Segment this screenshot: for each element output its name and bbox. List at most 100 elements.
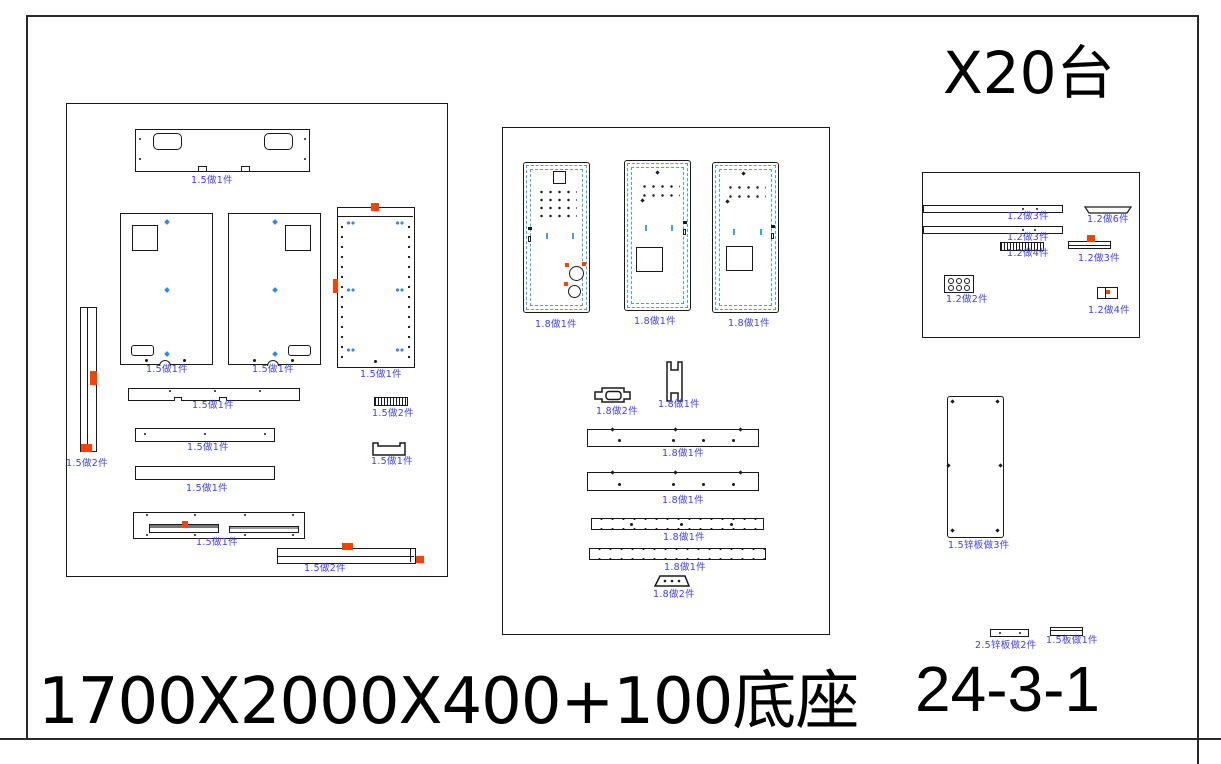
cutout-circle: [948, 285, 954, 291]
drawing-title: 1700X2000X400+100底座: [38, 665, 859, 739]
mark-diamond: [272, 351, 278, 357]
part-strip-1[interactable]: [591, 518, 764, 530]
sheet-border-bottom: [0, 738, 1221, 740]
part-label: 1.5做1件: [146, 364, 188, 375]
edge-hole-row: [340, 222, 344, 364]
part-door-panel-2[interactable]: [624, 160, 691, 311]
mark-tick: [572, 233, 574, 239]
part-flat-bar-1[interactable]: [135, 428, 275, 442]
mark-dot: [204, 433, 206, 435]
mark-dot: [292, 514, 294, 516]
part-strip-2[interactable]: [589, 548, 766, 560]
part-hole-plate[interactable]: [944, 275, 974, 293]
cutout-square: [553, 171, 566, 184]
mark-dot: [999, 632, 1001, 634]
mark-dot: [144, 433, 146, 435]
part-zinc-plate[interactable]: [946, 396, 1004, 538]
part-rail-1[interactable]: [587, 427, 759, 447]
cutout-circle: [568, 285, 581, 298]
mark-double-hole: [346, 288, 356, 292]
mark-dot: [291, 359, 294, 362]
cutout-square: [636, 247, 663, 272]
part-hatched-bar[interactable]: [374, 397, 408, 406]
part-label: 1.8做1件: [658, 399, 700, 410]
part-side-panel-c[interactable]: [333, 203, 415, 368]
part-side-panel-b[interactable]: [228, 213, 321, 366]
part-door-panel-1[interactable]: [523, 162, 590, 313]
orange-marker: [182, 521, 188, 527]
mark-diamond: [164, 351, 170, 357]
edge-tab: [683, 229, 686, 235]
orange-marker: [371, 203, 379, 211]
part-small-plate[interactable]: [1097, 287, 1118, 299]
part-label: 1.8做1件: [535, 319, 577, 330]
notch: [241, 166, 250, 171]
mark-dot: [732, 483, 735, 486]
part-top-plate[interactable]: [135, 129, 310, 172]
edge-tab: [771, 225, 775, 228]
part-label: 2.5锌板做2件: [975, 640, 1037, 651]
mark-dot: [146, 534, 148, 536]
edge-tab: [528, 236, 531, 242]
part-long-bar[interactable]: [277, 543, 424, 564]
panel-seam-line: [338, 216, 413, 217]
mark-dot: [244, 514, 246, 516]
part-base-plate[interactable]: [133, 512, 305, 539]
part-label: 1.5做1件: [187, 442, 229, 453]
fold-line-dashed: [715, 165, 776, 310]
orange-marker: [564, 282, 568, 286]
mark-diamond: [673, 470, 678, 475]
mark-dot: [672, 439, 675, 442]
part-label: 1.8做1件: [634, 316, 676, 327]
fold-line-dashed: [627, 163, 688, 308]
part-gusset[interactable]: [654, 575, 691, 588]
mark-double-hole: [395, 221, 405, 225]
part-side-panel-a[interactable]: [120, 213, 213, 366]
mark-dot: [146, 514, 148, 516]
mark-dot: [618, 483, 621, 486]
hole-grid: [537, 188, 577, 219]
orange-marker: [1106, 290, 1110, 294]
mark-diamond: [610, 427, 615, 432]
part-plate-bar[interactable]: [1050, 627, 1083, 636]
mark-dot: [264, 433, 266, 435]
mark-double-hole: [346, 221, 356, 225]
part-label: 1.5做2件: [304, 563, 346, 574]
mark-dot: [304, 158, 306, 160]
part-label: 1.5做1件: [252, 364, 294, 375]
part-vertical-strip[interactable]: [80, 307, 97, 452]
part-door-panel-3[interactable]: [712, 162, 779, 313]
part-rail-2[interactable]: [587, 470, 759, 491]
mark-dot: [630, 523, 633, 526]
nested-bar: [229, 526, 299, 533]
orange-marker: [342, 543, 353, 550]
part-rail-b[interactable]: [1084, 206, 1132, 214]
part-end-bracket[interactable]: [372, 442, 406, 457]
part-label: 1.5做2件: [372, 408, 414, 419]
cutout-slot: [153, 133, 182, 150]
part-label: 1.5锌板做3件: [948, 540, 1010, 551]
part-channel[interactable]: [666, 361, 684, 403]
mark-dot: [139, 138, 141, 140]
mark-dot: [1022, 208, 1024, 210]
mark-tick: [733, 229, 735, 235]
part-flat-bar-2[interactable]: [135, 466, 275, 480]
edge-tab: [528, 227, 532, 230]
part-hatched-strip[interactable]: [1000, 242, 1044, 251]
part-notched-bar[interactable]: [128, 388, 300, 402]
orange-marker: [81, 444, 92, 452]
part-label: 1.5做1件: [192, 400, 234, 411]
mark-diamond: [950, 528, 955, 533]
part-rail-a[interactable]: [923, 205, 1063, 213]
mark-double-hole: [395, 288, 405, 292]
mark-diamond: [950, 399, 955, 404]
part-zinc-bar[interactable]: [990, 629, 1029, 637]
part-clamp-bracket[interactable]: [594, 387, 632, 404]
hole-grid: [640, 182, 680, 198]
part-rail-d[interactable]: [1068, 235, 1111, 249]
part-label: 1.2做4件: [1007, 248, 1049, 259]
mark-diamond: [946, 463, 951, 468]
mark-dot: [672, 483, 675, 486]
part-rail-c[interactable]: [923, 226, 1063, 234]
orange-marker: [582, 262, 586, 266]
